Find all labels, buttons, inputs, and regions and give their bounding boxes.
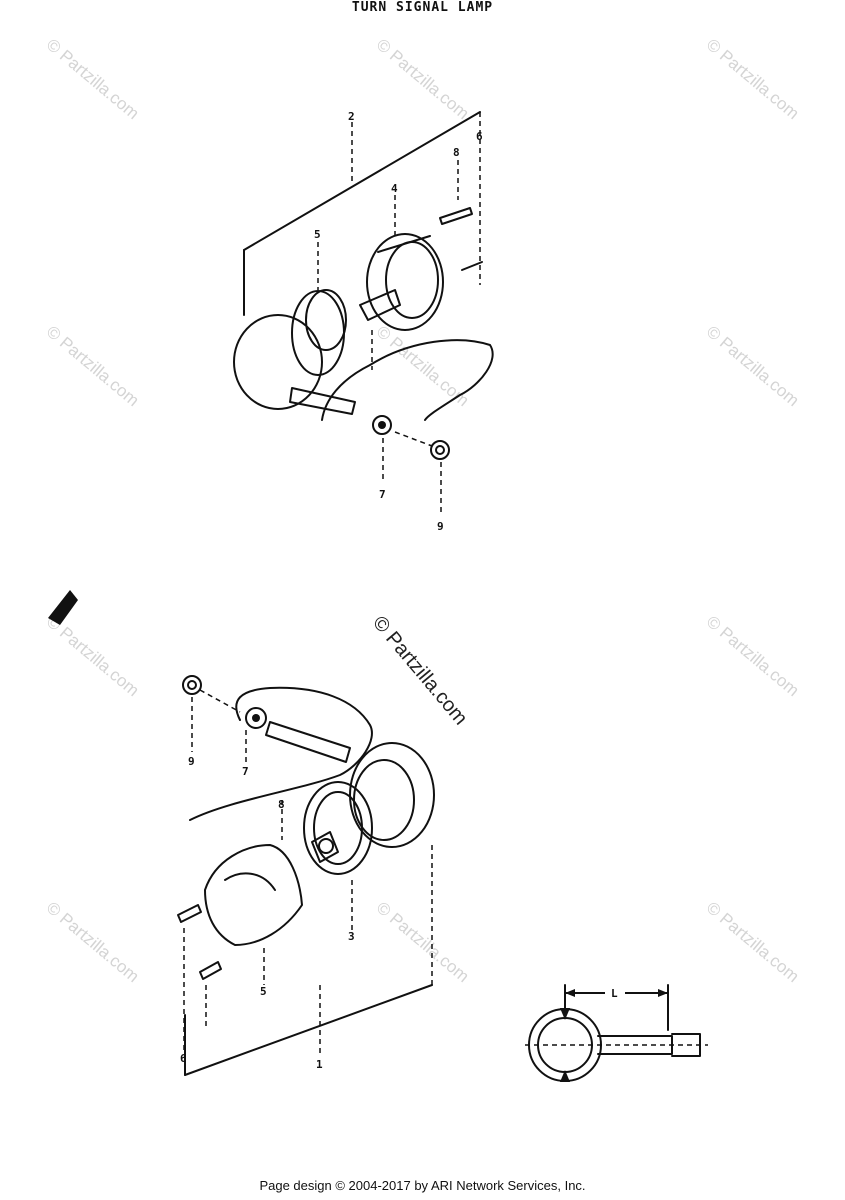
callout-label: 2 (348, 110, 355, 123)
callout-label: 7 (242, 765, 249, 778)
bulb-bottom-glass (318, 838, 334, 854)
callout-label: 4 (391, 182, 398, 195)
nut-top-hole (378, 421, 386, 429)
callout-label: 7 (379, 488, 386, 501)
dim-arrow (565, 989, 575, 997)
bottom-assembly: 9 7 8 3 1 6 5 (177, 675, 435, 1076)
dimension-detail: L (525, 984, 708, 1082)
housing-top (366, 233, 444, 331)
dim-arrow (560, 1008, 570, 1020)
callout-label: 3 (348, 930, 355, 943)
stud-top (289, 387, 356, 415)
callout-label: 5 (260, 985, 267, 998)
nut-top (372, 415, 392, 435)
dimension-label: L (611, 987, 618, 1000)
screw-bottom (177, 904, 202, 923)
stud-bottom (265, 721, 351, 763)
housing-top-inner (385, 241, 439, 319)
rim-ring-bottom (303, 781, 373, 875)
leader-line (199, 689, 241, 713)
bulb-top (359, 289, 401, 321)
callout-label: 9 (437, 520, 444, 533)
lens-top (233, 314, 323, 410)
dim-arrow (560, 1070, 570, 1082)
top-assembly: 2 6 4 5 8 7 9 (233, 110, 494, 533)
page-title: TURN SIGNAL LAMP (351, 0, 494, 15)
bottom-frame-line (184, 984, 433, 1076)
lens-bottom-rib (224, 872, 276, 891)
rim-ring-top-inner (305, 289, 347, 351)
callout-label: 8 (453, 146, 460, 159)
nut-bottom (245, 707, 267, 729)
screw-top-2 (461, 261, 483, 271)
wire-top (321, 339, 494, 421)
corner-mark (48, 590, 78, 625)
dim-label-bg (605, 986, 625, 1000)
dim-arrow (658, 989, 668, 997)
screw-bottom-2 (199, 961, 222, 980)
bulb-bottom (311, 831, 339, 863)
lens-bottom (204, 844, 303, 946)
washer-top-hole (435, 445, 445, 455)
housing-top-edge (377, 235, 431, 253)
callout-label: 9 (188, 755, 195, 768)
washer-bottom (182, 675, 202, 695)
washer-bottom-hole (187, 680, 197, 690)
rim-ring-bottom-inner (313, 791, 363, 865)
nut-bottom-hole (252, 714, 260, 722)
leader-line (394, 431, 433, 447)
rim-ring-top (291, 290, 345, 376)
threaded-end (671, 1033, 701, 1057)
callout-label: 8 (278, 798, 285, 811)
callout-label: 5 (314, 228, 321, 241)
washer-top (430, 440, 450, 460)
callout-label: 6 (476, 130, 483, 143)
callout-label: 1 (316, 1058, 323, 1071)
housing-bottom (349, 742, 435, 848)
top-frame-line (243, 111, 481, 251)
page-footer: Page design © 2004-2017 by ARI Network S… (259, 1178, 586, 1193)
screw-top (439, 207, 473, 225)
wire-bottom (189, 686, 373, 821)
callout-label: 6 (180, 1052, 187, 1065)
